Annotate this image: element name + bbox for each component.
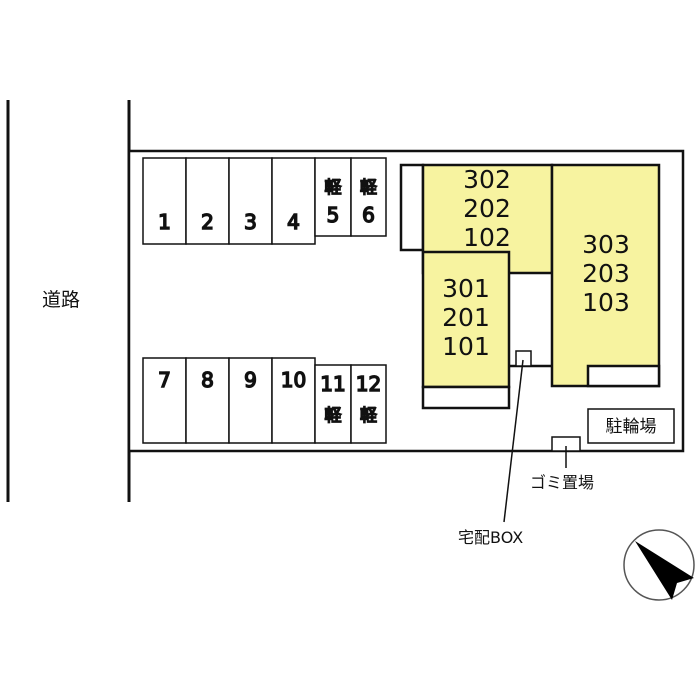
building-303 [550, 163, 661, 388]
unit-number-301: 301 [442, 274, 490, 303]
kei-label: 軽 [325, 406, 342, 426]
delivery-box [515, 350, 532, 367]
parking-space-9 [228, 357, 273, 444]
parking-number: 2 [201, 210, 214, 234]
parking-space-6 [350, 157, 387, 237]
unit-number-103: 103 [582, 288, 630, 317]
parking-number: 8 [201, 368, 214, 392]
unit-number-303: 303 [582, 230, 630, 259]
parking-number: 3 [244, 210, 257, 234]
parking-number: 11 [320, 372, 345, 396]
unit-number-302: 302 [463, 165, 511, 194]
parking-number: 6 [362, 203, 375, 227]
balcony-302 [399, 163, 425, 252]
delivery-box-leader-line [503, 359, 524, 523]
bicycle-parking [587, 408, 675, 444]
road-label: 道路 [42, 289, 80, 311]
parking-space-2 [185, 157, 230, 245]
parking-number: 4 [287, 210, 300, 234]
parking-space-3 [228, 157, 273, 245]
kei-label: 軽 [325, 178, 342, 198]
parking-number: 10 [281, 368, 306, 392]
entrance-301 [421, 385, 511, 410]
parking-space-10 [271, 357, 316, 444]
garbage-area-label: ゴミ置場 [530, 473, 594, 492]
delivery-box-label: 宅配BOX [458, 528, 523, 547]
kei-label: 軽 [360, 178, 377, 198]
north-arrow-icon [623, 529, 695, 601]
parking-space-1 [142, 157, 187, 245]
parking-number: 12 [356, 372, 381, 396]
parking-space-5 [314, 157, 352, 237]
unit-number-203: 203 [582, 259, 630, 288]
building-301 [421, 250, 511, 389]
parking-space-11 [314, 364, 352, 444]
parking-number: 7 [158, 368, 171, 392]
unit-number-101: 101 [442, 332, 490, 361]
bicycle-parking-label: 駐輪場 [606, 417, 657, 437]
parking-space-8 [185, 357, 230, 444]
unit-number-102: 102 [463, 223, 511, 252]
kei-label: 軽 [360, 406, 377, 426]
unit-number-202: 202 [463, 194, 511, 223]
entrance-303 [586, 364, 661, 388]
unit-number-201: 201 [442, 303, 490, 332]
parking-number: 5 [327, 203, 340, 227]
parking-number: 1 [158, 210, 171, 234]
parking-number: 9 [244, 368, 257, 392]
parking-space-12 [350, 364, 387, 444]
parking-space-7 [142, 357, 187, 444]
